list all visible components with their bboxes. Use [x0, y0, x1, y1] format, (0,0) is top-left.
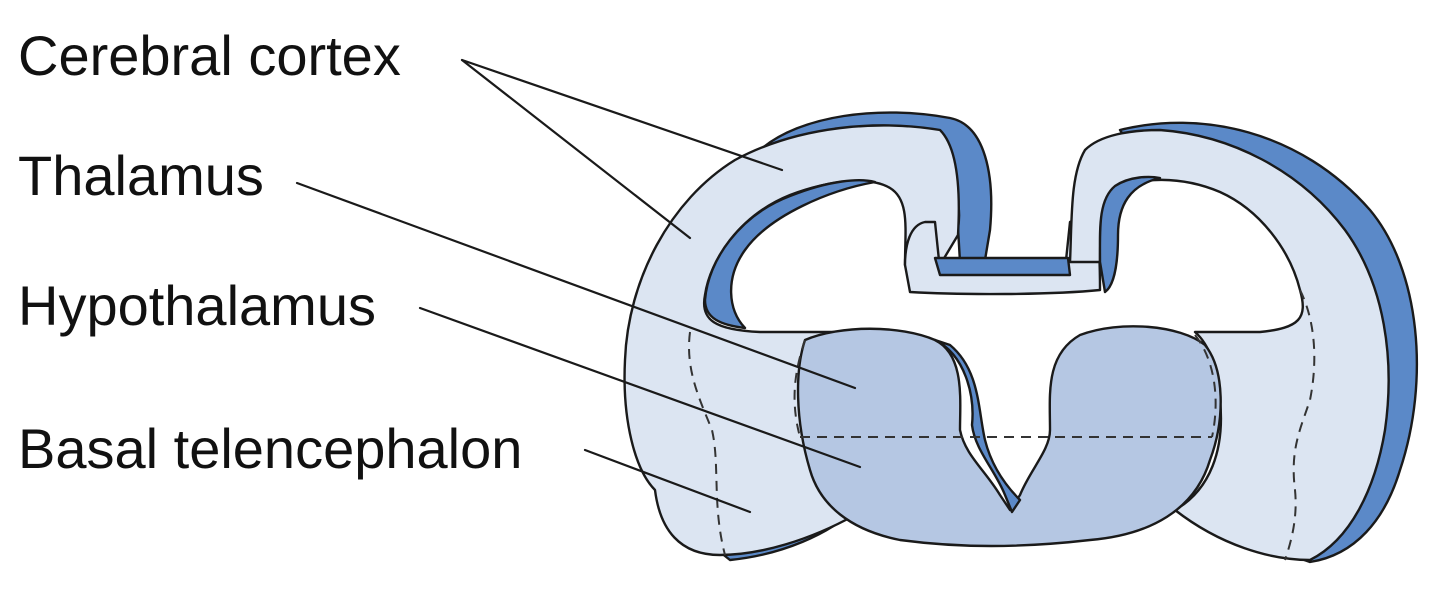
left-basal-boundary [688, 331, 726, 556]
left-ventricle-lining [703, 179, 877, 330]
right-basal-boundary [1284, 289, 1316, 561]
thalamus-boundary-right [1194, 334, 1217, 438]
leader-cerebral-cortex-b [460, 58, 692, 240]
leader-hypothalamus [418, 306, 862, 469]
label-thalamus: Thalamus [18, 144, 264, 207]
third-ventricle-lining [933, 338, 1022, 514]
label-basal-telencephalon: Basal telencephalon [18, 417, 522, 480]
thalamus-boundary-left [793, 339, 806, 438]
label-cerebral-cortex: Cerebral cortex [18, 24, 401, 87]
septum-lining [933, 256, 1072, 277]
label-hypothalamus: Hypothalamus [18, 274, 376, 337]
diencephalon-mass [796, 325, 1222, 548]
right-hemisphere [1068, 128, 1390, 562]
right-ventricle-lining [1098, 175, 1162, 294]
leader-basal-telencephalon [583, 448, 752, 514]
leader-thalamus [295, 181, 857, 390]
leader-cerebral-cortex-a [460, 58, 784, 172]
